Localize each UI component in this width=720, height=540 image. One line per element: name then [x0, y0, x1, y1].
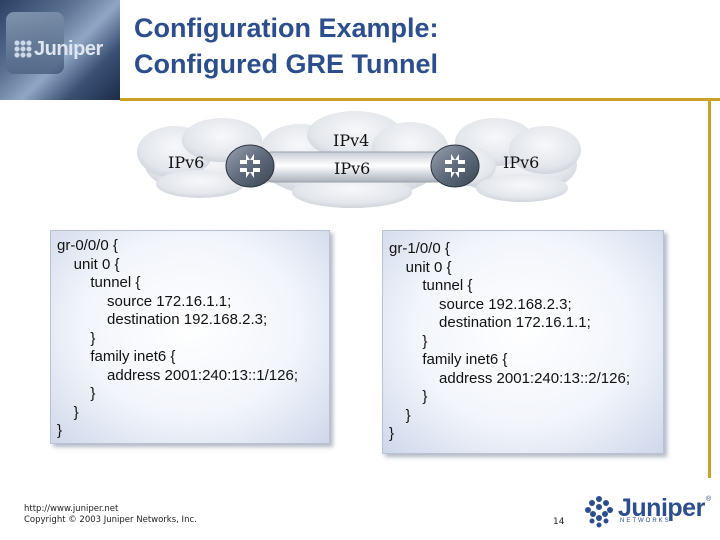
config-line: }	[57, 385, 95, 402]
page-number: 14	[553, 517, 564, 527]
left-router-icon	[226, 145, 274, 187]
config-line: }	[57, 422, 62, 439]
right-router-icon	[431, 145, 479, 187]
config-line: family inet6 {	[57, 348, 175, 365]
config-line: destination 172.16.1.1;	[389, 314, 591, 331]
config-line: tunnel {	[57, 274, 140, 291]
config-line: gr-1/0/0 {	[389, 240, 450, 257]
right-router-config-box: gr-1/0/0 { unit 0 { tunnel { source 192.…	[382, 230, 664, 454]
left-config-text: gr-0/0/0 { unit 0 { tunnel { source 172.…	[57, 237, 298, 441]
juniper-berry-icon	[582, 494, 616, 528]
config-line: tunnel {	[389, 277, 472, 294]
right-cloud-label: IPv6	[503, 153, 539, 172]
footer-url[interactable]: http://www.juniper.net	[24, 504, 197, 515]
config-line: gr-0/0/0 {	[57, 237, 118, 254]
registered-mark: ®	[706, 496, 711, 503]
config-line: address 2001:240:13::1/126;	[57, 367, 298, 384]
config-line: }	[57, 330, 95, 347]
config-line: unit 0 {	[57, 256, 120, 273]
config-line: source 172.16.1.1;	[57, 293, 231, 310]
footer: http://www.juniper.net Copyright © 2003 …	[24, 504, 197, 526]
config-line: family inet6 {	[389, 351, 507, 368]
config-line: destination 192.168.2.3;	[57, 311, 267, 328]
config-line: }	[389, 388, 427, 405]
config-line: unit 0 {	[389, 259, 452, 276]
config-line: }	[389, 407, 411, 424]
right-config-text: gr-1/0/0 { unit 0 { tunnel { source 192.…	[389, 240, 630, 444]
config-line: address 2001:240:13::2/126;	[389, 370, 630, 387]
left-cloud-label: IPv6	[168, 153, 204, 172]
config-line: }	[389, 333, 427, 350]
config-line: }	[57, 404, 79, 421]
footer-copyright: Copyright © 2003 Juniper Networks, Inc.	[24, 515, 197, 526]
juniper-logo: Juniper NETWORKS ®	[582, 494, 710, 528]
config-line: }	[389, 425, 394, 442]
tunnel-label: IPv6	[334, 159, 370, 178]
left-router-config-box: gr-0/0/0 { unit 0 { tunnel { source 172.…	[50, 230, 330, 444]
brand-tagline: NETWORKS	[620, 518, 671, 524]
middle-cloud-label: IPv4	[333, 131, 369, 150]
config-line: source 192.168.2.3;	[389, 296, 572, 313]
